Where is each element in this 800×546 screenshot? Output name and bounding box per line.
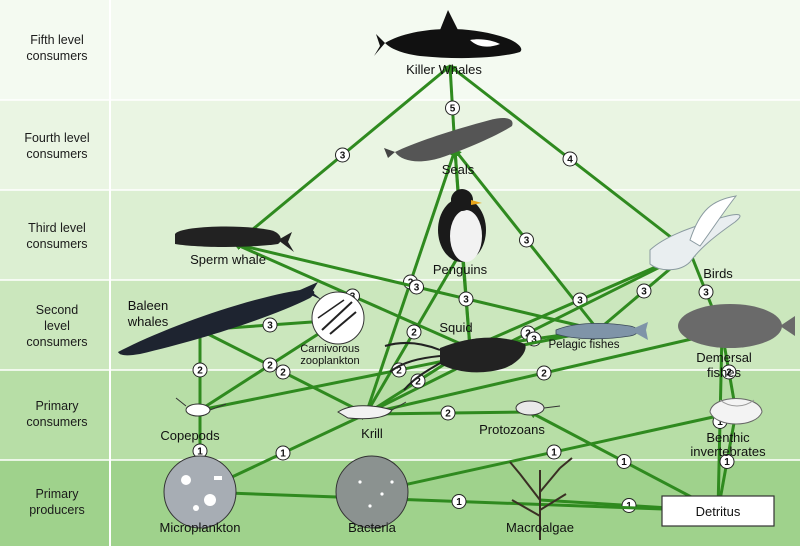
link-level-number: 3: [340, 151, 346, 162]
link-level-number: 3: [703, 288, 709, 299]
link-level-number: 2: [445, 409, 451, 420]
label-microplankton: Microplankton: [160, 520, 241, 535]
link-level-number: 3: [524, 236, 530, 247]
label-killer-whales: Killer Whales: [406, 62, 482, 77]
label-krill: Krill: [361, 426, 383, 441]
link-level-number: 3: [463, 295, 469, 306]
bacteria-icon: [336, 456, 408, 528]
link-level-number: 5: [450, 104, 456, 115]
carnivorous-zooplankton-icon: [312, 292, 364, 344]
label-birds: Birds: [703, 266, 733, 281]
label-protozoans: Protozoans: [479, 422, 545, 437]
link-level-number: 4: [567, 155, 573, 166]
benthic-invertebrate-icon: [710, 399, 762, 425]
label-macroalgae: Macroalgae: [506, 520, 574, 535]
label-penguins: Penguins: [433, 262, 488, 277]
link-level-number: 2: [197, 366, 203, 377]
link-level-number: 2: [541, 369, 547, 380]
link-level-number: 3: [267, 321, 273, 332]
label-bacteria: Bacteria: [348, 520, 396, 535]
link-level-number: 2: [411, 328, 417, 339]
link-level-number: 1: [621, 457, 627, 468]
link-level-number: 1: [551, 448, 557, 459]
microplankton-icon: [164, 456, 236, 528]
label-detritus: Detritus: [696, 504, 741, 519]
label-copepods: Copepods: [160, 428, 220, 443]
link-level-number: 3: [414, 283, 420, 294]
link-level-number: 1: [280, 449, 286, 460]
label-pelagic-fishes: Pelagic fishes: [549, 339, 620, 351]
label-baleen-whales: Baleenwhales: [127, 298, 169, 329]
link-level-number: 2: [280, 368, 286, 379]
band-fourth-level: [0, 100, 800, 190]
link-level-number: 2: [267, 361, 273, 372]
link-level-number: 3: [641, 287, 647, 298]
label-squid: Squid: [439, 320, 472, 335]
label-seals: Seals: [442, 162, 475, 177]
label-sperm-whale: Sperm whale: [190, 252, 266, 267]
link-level-number: 1: [456, 497, 462, 508]
